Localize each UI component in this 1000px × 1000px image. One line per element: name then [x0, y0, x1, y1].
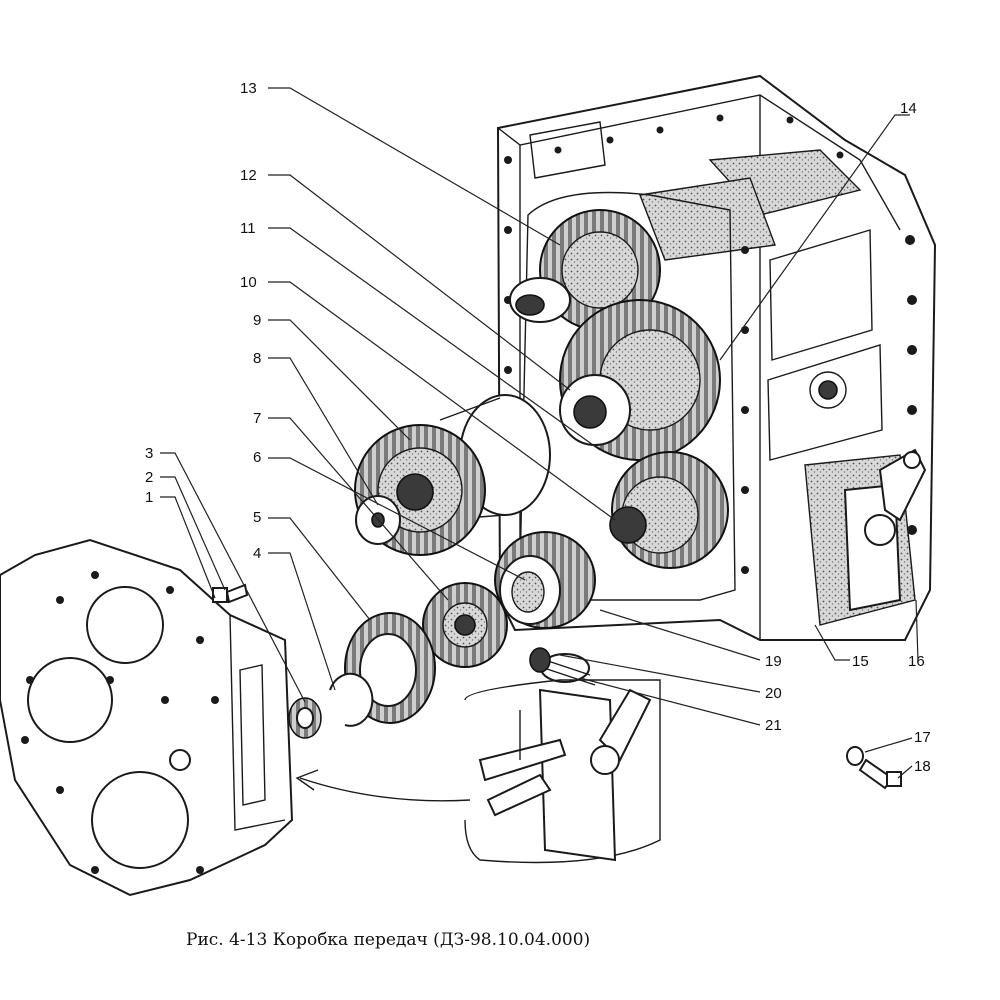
gear-7: [422, 582, 508, 668]
shift-lever: [878, 448, 927, 522]
shift-fork-inset: [464, 679, 661, 864]
front-cover-plate: [0, 538, 294, 897]
lower-gear-shaft: [609, 451, 729, 569]
callout-14: 14: [900, 100, 917, 117]
callout-1: 1: [145, 489, 153, 506]
callout-5: 5: [253, 509, 261, 526]
middle-gear-shaft: [559, 299, 721, 461]
callout-19: 19: [765, 653, 782, 670]
leader-lines: [160, 87, 919, 779]
circlip-4: [329, 672, 374, 727]
callout-8: 8: [253, 350, 261, 367]
ring-gear-19-20: [494, 531, 596, 629]
callout-20: 20: [765, 685, 782, 702]
callout-6: 6: [253, 449, 261, 466]
callout-21: 21: [765, 717, 782, 734]
callout-11: 11: [240, 220, 256, 237]
callout-12: 12: [240, 167, 257, 184]
callout-3: 3: [145, 445, 153, 462]
assembly-arrow: [295, 769, 471, 802]
callout-13: 13: [240, 80, 257, 97]
callout-4: 4: [253, 545, 261, 562]
callout-16: 16: [908, 653, 925, 670]
callout-2: 2: [145, 469, 153, 486]
bolt-1-2: [212, 583, 249, 604]
callout-10: 10: [240, 274, 257, 291]
spring-21: [529, 647, 596, 686]
callout-15: 15: [852, 653, 869, 670]
figure-caption: Рис. 4-13 Коробка передач (ДЗ-98.10.04.0…: [186, 930, 591, 950]
washer-17: [846, 746, 864, 766]
callout-18: 18: [914, 758, 931, 775]
bolt-18: [858, 758, 902, 790]
callout-7: 7: [253, 410, 261, 427]
callout-labels: 1 2 3 4 5 6 7 8 9 10 11 12 13 14 15 16 1…: [145, 80, 931, 775]
callout-9: 9: [253, 312, 261, 329]
needle-bearing-3: [288, 697, 322, 739]
callout-17: 17: [914, 729, 931, 746]
